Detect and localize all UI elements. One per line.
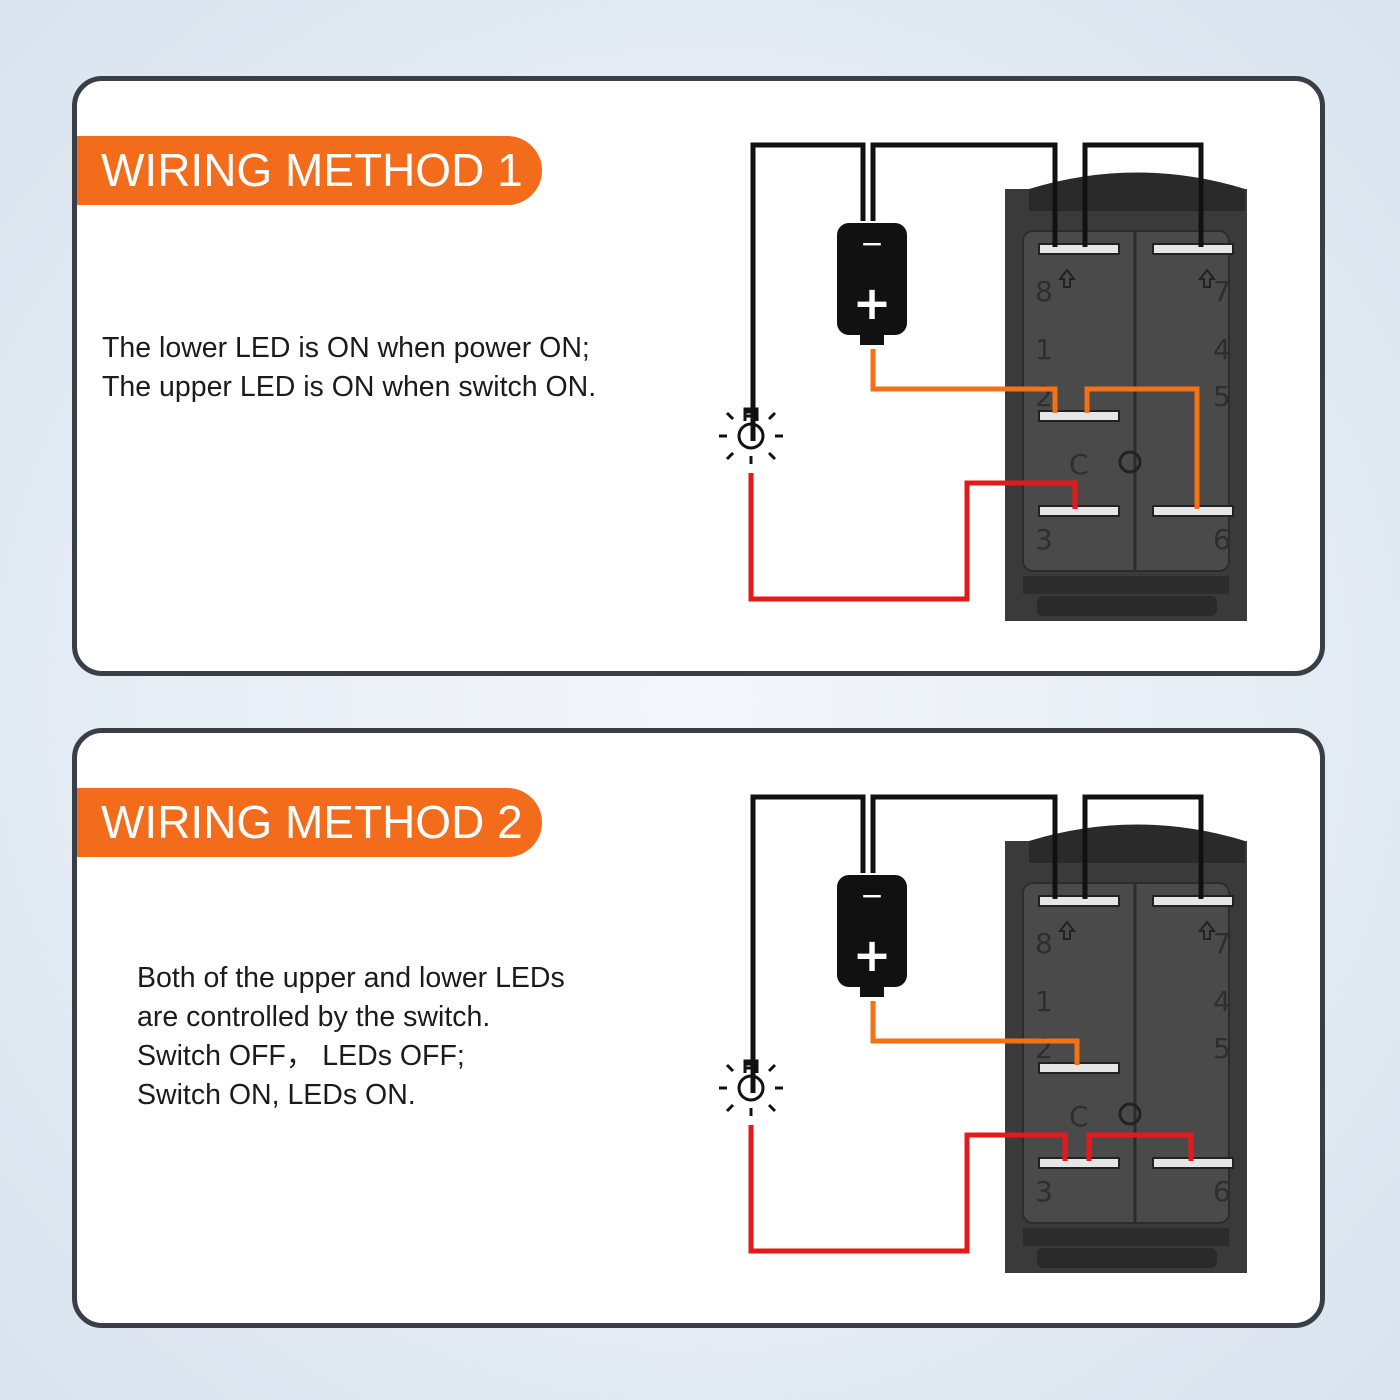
pin-label: 7 bbox=[1213, 275, 1231, 308]
pin-label: 6 bbox=[1213, 1175, 1231, 1208]
pin-label: 2 bbox=[1035, 1032, 1053, 1065]
description-line: are controlled by the switch. bbox=[137, 1001, 491, 1033]
pin-label: 7 bbox=[1213, 927, 1231, 960]
arrow-up-icon bbox=[1197, 920, 1217, 940]
pin-label: 3 bbox=[1035, 1175, 1053, 1208]
battery-positive-label: + bbox=[853, 928, 892, 982]
pin-label: 6 bbox=[1213, 523, 1231, 556]
description-line: Switch OFF， LEDs OFF; bbox=[137, 1040, 465, 1072]
pin-label: 1 bbox=[1035, 333, 1053, 366]
pin-label: 8 bbox=[1035, 275, 1053, 308]
description-line: The upper LED is ON when switch ON. bbox=[102, 371, 597, 403]
method-title-badge: WIRING METHOD 1 bbox=[77, 136, 542, 205]
wiring-method-1-panel: WIRING METHOD 1 The lower LED is ON when… bbox=[72, 76, 1325, 676]
wiring-diagram: 8 7 1 4 2 5 C 3 6 − + bbox=[719, 794, 1247, 1273]
pin-label: 4 bbox=[1213, 985, 1231, 1018]
pin-label: 8 bbox=[1035, 927, 1053, 960]
pin-label: 4 bbox=[1213, 333, 1231, 366]
method-title-badge: WIRING METHOD 2 bbox=[77, 788, 542, 857]
description-line: Switch ON, LEDs ON. bbox=[137, 1079, 416, 1111]
pin-label: 2 bbox=[1035, 380, 1053, 413]
rocker-switch-icon bbox=[1005, 172, 1247, 621]
description-line: Both of the upper and lower LEDs bbox=[137, 962, 565, 994]
battery-icon: − + bbox=[837, 875, 907, 997]
pin-label: 3 bbox=[1035, 523, 1053, 556]
light-bulb-icon bbox=[719, 1059, 783, 1116]
battery-positive-label: + bbox=[853, 276, 892, 330]
pin-label: C bbox=[1069, 1100, 1089, 1133]
arrow-up-icon bbox=[1057, 920, 1077, 940]
battery-icon: − + bbox=[837, 223, 907, 345]
pin-label: 5 bbox=[1213, 380, 1231, 413]
method-description: The lower LED is ON when power ON; The u… bbox=[102, 329, 596, 407]
pin-label: C bbox=[1069, 448, 1089, 481]
orange-wires bbox=[870, 1001, 1080, 1065]
pin-label: 5 bbox=[1213, 1032, 1231, 1065]
red-wires bbox=[748, 1125, 1194, 1254]
black-wires bbox=[750, 794, 1204, 1093]
battery-negative-label: − bbox=[860, 879, 883, 912]
arrow-up-icon bbox=[1197, 268, 1217, 288]
pin-label: 1 bbox=[1035, 985, 1053, 1018]
description-line: The lower LED is ON when power ON; bbox=[102, 332, 590, 364]
light-bulb-icon bbox=[719, 407, 783, 464]
wiring-method-2-panel: WIRING METHOD 2 Both of the upper and lo… bbox=[72, 728, 1325, 1328]
battery-negative-label: − bbox=[860, 227, 883, 260]
red-wires bbox=[748, 473, 1078, 602]
orange-wires bbox=[870, 349, 1200, 509]
method-description: Both of the upper and lower LEDs are con… bbox=[137, 959, 565, 1115]
arrow-up-icon bbox=[1057, 268, 1077, 288]
black-wires bbox=[750, 142, 1204, 441]
wiring-diagram: 8 7 1 4 2 5 C 3 6 − + bbox=[719, 142, 1247, 621]
